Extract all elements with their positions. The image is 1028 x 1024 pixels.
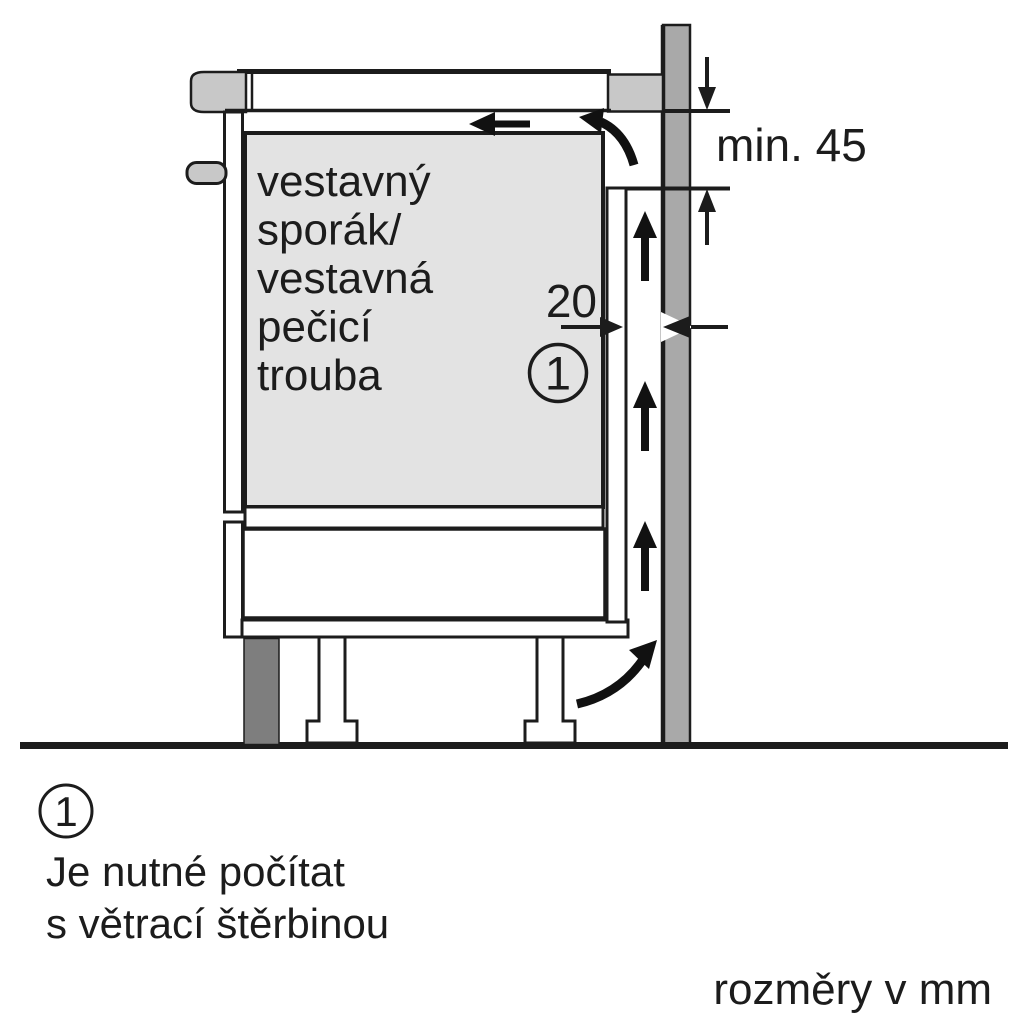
airflow-arrow-curved-top-icon bbox=[579, 108, 639, 167]
cabinet-drawer-front bbox=[241, 527, 607, 620]
oven-label: vestavný sporák/ vestavná pečicí trouba bbox=[257, 157, 434, 400]
callout-circle bbox=[527, 342, 589, 404]
gap-arrow-left-icon bbox=[663, 316, 728, 338]
cabinet-left-panel-lower bbox=[223, 520, 244, 639]
oven-label-line-2: sporák/ bbox=[257, 206, 402, 255]
cabinet-leg-left bbox=[305, 635, 359, 745]
gap-arrow-right-icon bbox=[561, 317, 623, 337]
cabinet-rear-panel-strip bbox=[605, 186, 628, 624]
legend-callout-circle bbox=[38, 783, 94, 839]
dimension-min45: min. 45 bbox=[626, 57, 867, 245]
diagram-callout-1: 1 bbox=[527, 342, 589, 404]
airflow-arrow-left-icon bbox=[469, 112, 530, 136]
airflow-arrow-curved-bottom-icon bbox=[575, 640, 657, 709]
cabinet-bottom-shelf bbox=[240, 618, 630, 639]
oven-label-line-1: vestavný bbox=[257, 157, 431, 206]
gap-dimension-label: 20 bbox=[546, 275, 597, 327]
wall-fill bbox=[661, 23, 692, 747]
legend-note-line-1: Je nutné počítat bbox=[46, 848, 345, 895]
oven-label-line-5: trouba bbox=[257, 351, 382, 400]
airflow-arrows bbox=[469, 108, 657, 709]
min45-arrow-up-icon bbox=[698, 189, 716, 245]
legend-callout-number: 1 bbox=[54, 788, 77, 835]
callout-number: 1 bbox=[545, 347, 571, 400]
cabinet-plinth bbox=[243, 637, 280, 746]
worktop-left-section bbox=[189, 70, 248, 114]
oven-handle-knob bbox=[185, 161, 228, 185]
base-cabinet bbox=[185, 110, 630, 746]
min45-arrow-down-icon bbox=[698, 57, 716, 110]
oven-label-line-3: vestavná bbox=[257, 254, 434, 303]
worktop-and-hob bbox=[189, 69, 665, 114]
legend-note-line-2: s větrací štěrbinou bbox=[46, 900, 389, 947]
min45-dimension-label: min. 45 bbox=[716, 119, 867, 171]
airflow-arrow-up-2-icon bbox=[633, 381, 657, 451]
legend: 1 Je nutné počítat s větrací štěrbinou bbox=[38, 783, 389, 947]
units-note: rozměry v mm bbox=[713, 965, 992, 1014]
oven-lower-frame bbox=[243, 505, 605, 530]
dimension-gap-20: 20 bbox=[546, 275, 728, 342]
airflow-arrow-up-3-icon bbox=[633, 521, 657, 591]
oven-label-line-4: pečicí bbox=[257, 303, 373, 352]
built-in-oven-body bbox=[243, 131, 605, 509]
worktop-right-section bbox=[606, 73, 665, 113]
cabinet-left-panel-upper bbox=[223, 110, 244, 514]
wall-section bbox=[660, 23, 692, 747]
cabinet-leg-right bbox=[523, 635, 577, 745]
airflow-arrow-up-1-icon bbox=[633, 211, 657, 281]
